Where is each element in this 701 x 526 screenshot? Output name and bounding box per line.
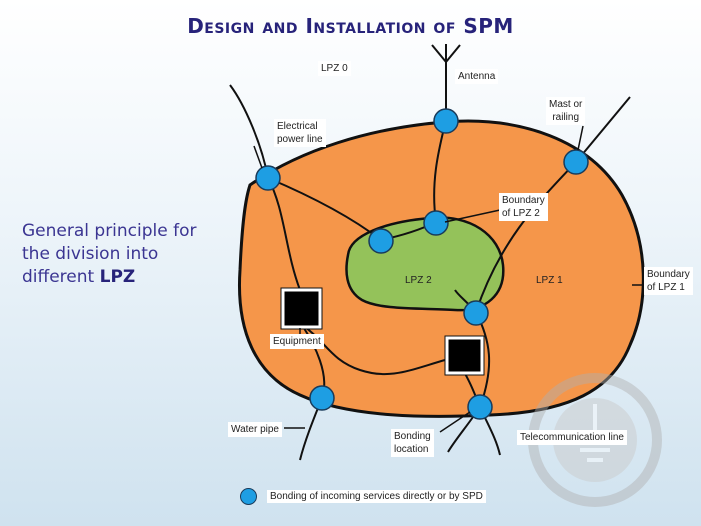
label-lpz0: LPZ 0 bbox=[318, 61, 351, 76]
label-antenna: Antenna bbox=[455, 69, 499, 84]
label-power-line: Electrical power line bbox=[274, 119, 326, 147]
bonding-point-telecom bbox=[467, 394, 493, 420]
bonding-point-antenna bbox=[433, 108, 459, 134]
bonding-point-lpz2-left bbox=[368, 228, 394, 254]
general-principle-text: General principle for the division into … bbox=[22, 220, 222, 289]
lpz-emphasis: LPZ bbox=[99, 267, 136, 287]
label-telecom: Telecommunication line bbox=[517, 430, 627, 445]
bonding-point-lpz2-bottom bbox=[463, 300, 489, 326]
label-water-pipe: Water pipe bbox=[228, 422, 282, 437]
bonding-point-mast bbox=[563, 149, 589, 175]
legend-text: Bonding of incoming services directly or… bbox=[267, 490, 486, 503]
equipment-box-2 bbox=[445, 336, 484, 375]
equipment-box-1 bbox=[281, 288, 322, 329]
label-equipment: Equipment bbox=[270, 334, 324, 349]
label-boundary-lpz2: Boundary of LPZ 2 bbox=[499, 193, 548, 221]
page-title: Design and Installation of SPM bbox=[187, 14, 514, 38]
bonding-point-power bbox=[255, 165, 281, 191]
principle-line-1: General principle for bbox=[22, 221, 197, 241]
label-boundary-lpz1: Boundary of LPZ 1 bbox=[644, 267, 693, 295]
label-bonding-location: Bonding location bbox=[391, 429, 434, 457]
label-lpz2: LPZ 2 bbox=[405, 275, 432, 286]
bonding-point-lpz2-top bbox=[423, 210, 449, 236]
legend-bonding-icon bbox=[240, 488, 257, 505]
principle-line-2: the division into bbox=[22, 244, 159, 264]
label-lpz1: LPZ 1 bbox=[536, 275, 563, 286]
legend: Bonding of incoming services directly or… bbox=[240, 488, 486, 505]
principle-line-3: different LPZ bbox=[22, 267, 136, 287]
bonding-point-water bbox=[309, 385, 335, 411]
label-mast: Mast or railing bbox=[546, 97, 586, 125]
